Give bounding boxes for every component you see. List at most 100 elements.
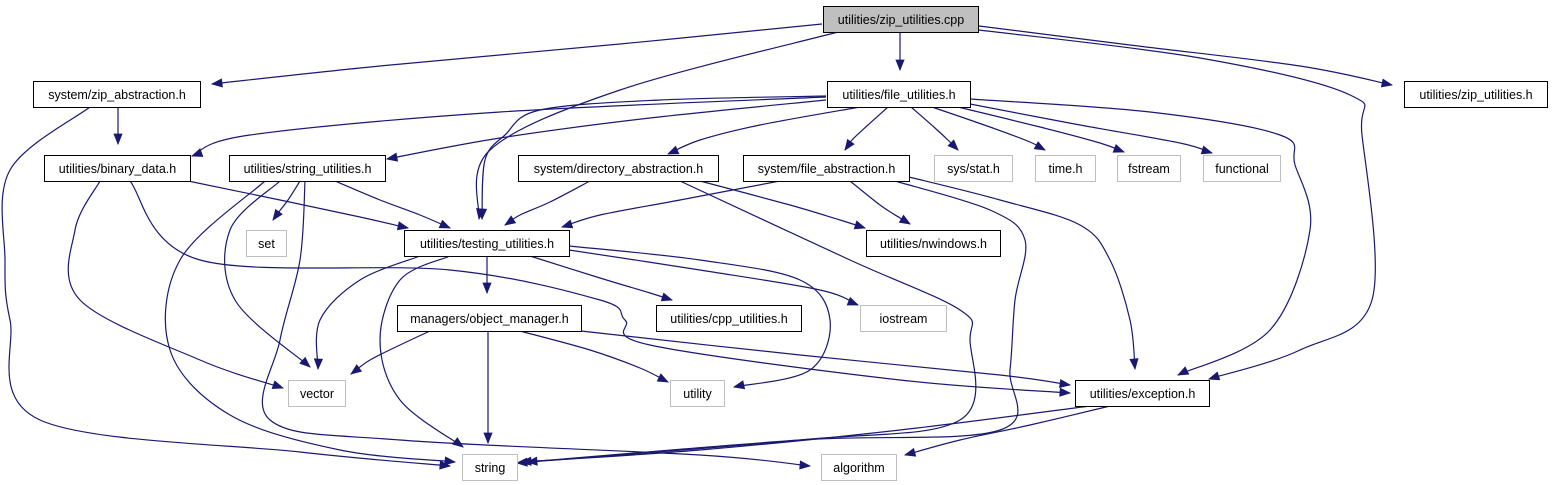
node-label: utilities/cpp_utilities.h bbox=[670, 312, 787, 326]
edge-line bbox=[520, 405, 1091, 463]
edge-line bbox=[67, 180, 284, 389]
arrowhead-icon bbox=[1112, 144, 1126, 153]
node-box bbox=[860, 305, 947, 332]
arrowhead-icon bbox=[271, 380, 285, 390]
arrowhead-icon bbox=[313, 358, 324, 371]
node-label: system/zip_abstraction.h bbox=[48, 88, 186, 102]
arrowhead-icon bbox=[299, 356, 311, 368]
edge-object-manager-h-to-vector bbox=[350, 330, 431, 375]
node-iostream: iostream bbox=[860, 305, 947, 332]
node-label: system/directory_abstraction.h bbox=[534, 162, 704, 176]
edge-file-utilities-h-to-binary-data-h bbox=[190, 96, 827, 157]
arrowhead-icon bbox=[1200, 145, 1214, 155]
node-label: vector bbox=[300, 387, 334, 401]
edge-line bbox=[904, 405, 1111, 456]
arrowhead-icon bbox=[438, 219, 451, 229]
node-fstream: fstream bbox=[1117, 155, 1181, 182]
node-binary-data-h[interactable]: utilities/binary_data.h bbox=[44, 155, 191, 182]
node-box bbox=[33, 81, 201, 108]
arrowhead-icon bbox=[667, 145, 680, 155]
edge-line bbox=[1, 106, 451, 467]
arrowhead-icon bbox=[272, 208, 283, 221]
arrowhead-icon bbox=[903, 447, 917, 457]
arrowhead-icon bbox=[477, 208, 488, 221]
node-zip-abstraction-h[interactable]: system/zip_abstraction.h bbox=[33, 81, 201, 108]
node-time-h: time.h bbox=[1035, 155, 1096, 182]
arrowhead-icon bbox=[451, 437, 464, 448]
edge-testing-utilities-h-to-cpp-utilities-h bbox=[529, 255, 674, 302]
edge-line bbox=[191, 96, 827, 157]
node-label: utilities/nwindows.h bbox=[880, 237, 987, 251]
edge-testing-utilities-h-to-utility bbox=[568, 245, 831, 390]
edge-object-manager-h-to-exception-h bbox=[580, 330, 1072, 389]
edge-line bbox=[699, 180, 866, 229]
node-zip-utilities-h[interactable]: utilities/zip_utilities.h bbox=[1404, 81, 1548, 108]
node-string: string bbox=[462, 454, 518, 481]
edge-zip-utilities-cpp-to-file-utilities-h bbox=[895, 32, 905, 72]
node-box bbox=[1035, 155, 1096, 182]
node-box bbox=[404, 230, 570, 257]
node-label: utilities/string_utilities.h bbox=[244, 162, 372, 176]
edge-string-utilities-h-to-set bbox=[272, 180, 301, 221]
edge-file-utilities-h-to-file-abstraction-h bbox=[844, 106, 889, 151]
node-box bbox=[1404, 81, 1548, 108]
arrowhead-icon bbox=[1059, 378, 1072, 389]
node-box bbox=[827, 81, 971, 108]
edge-string-utilities-h-to-vector bbox=[224, 180, 311, 368]
edge-binary-data-h-to-vector bbox=[67, 180, 285, 390]
edge-file-utilities-h-to-string-utilities-h bbox=[385, 99, 827, 162]
arrowhead-icon bbox=[1207, 371, 1221, 381]
node-label: algorithm bbox=[833, 461, 884, 475]
node-object-manager-h[interactable]: managers/object_manager.h bbox=[397, 305, 582, 332]
arrowhead-icon bbox=[1129, 358, 1139, 371]
node-string-utilities-h[interactable]: utilities/string_utilities.h bbox=[229, 155, 386, 182]
node-box bbox=[934, 155, 1013, 182]
edge-line bbox=[969, 103, 1213, 154]
edge-line bbox=[261, 180, 811, 467]
edge-line bbox=[350, 330, 431, 375]
node-cpp-utilities-h[interactable]: utilities/cpp_utilities.h bbox=[656, 305, 802, 332]
node-file-abstraction-h[interactable]: system/file_abstraction.h bbox=[743, 155, 910, 182]
node-exception-h[interactable]: utilities/exception.h bbox=[1075, 380, 1210, 407]
edge-line bbox=[129, 180, 1071, 394]
node-functional: functional bbox=[1203, 155, 1281, 182]
arrowhead-icon bbox=[898, 214, 911, 225]
node-file-utilities-h[interactable]: utilities/file_utilities.h bbox=[827, 81, 971, 108]
node-directory-abstraction-h[interactable]: system/directory_abstraction.h bbox=[518, 155, 719, 182]
edge-directory-abstraction-h-to-nwindows-h bbox=[699, 180, 867, 230]
edge-exception-h-to-algorithm bbox=[903, 405, 1111, 457]
node-box bbox=[656, 305, 802, 332]
arrowhead-icon bbox=[947, 139, 959, 151]
edge-directory-abstraction-h-to-testing-utilities-h bbox=[504, 180, 591, 226]
node-zip-utilities-cpp[interactable]: utilities/zip_utilities.cpp bbox=[823, 6, 979, 33]
edge-testing-utilities-h-to-string bbox=[379, 255, 464, 448]
node-testing-utilities-h[interactable]: utilities/testing_utilities.h bbox=[404, 230, 570, 257]
node-nwindows-h[interactable]: utilities/nwindows.h bbox=[866, 230, 1001, 257]
arrowhead-icon bbox=[210, 78, 223, 88]
edge-line bbox=[969, 98, 1312, 376]
node-label: iostream bbox=[880, 312, 928, 326]
edge-line bbox=[187, 180, 409, 229]
node-box bbox=[518, 155, 719, 182]
node-box bbox=[288, 380, 346, 407]
edge-line bbox=[315, 255, 421, 370]
arrowhead-icon bbox=[444, 456, 457, 466]
node-label: managers/object_manager.h bbox=[410, 312, 568, 326]
edge-line bbox=[978, 25, 1393, 86]
node-label: utilities/zip_utilities.h bbox=[1419, 88, 1532, 102]
edge-line bbox=[386, 99, 827, 160]
node-set: set bbox=[246, 230, 287, 257]
node-utility: utility bbox=[670, 380, 725, 407]
edge-line bbox=[667, 106, 861, 155]
edge-zip-utilities-cpp-to-testing-utilities-h bbox=[475, 31, 839, 221]
node-sys-stat-h: sys/stat.h bbox=[934, 155, 1013, 182]
edge-file-utilities-h-to-sys-stat-h bbox=[910, 106, 959, 151]
node-box bbox=[44, 155, 191, 182]
arrowhead-icon bbox=[660, 292, 674, 302]
edge-line bbox=[475, 31, 839, 220]
arrowhead-icon bbox=[396, 221, 410, 231]
edge-binary-data-h-to-testing-utilities-h bbox=[187, 180, 410, 231]
node-box bbox=[1203, 155, 1281, 182]
arrowhead-icon bbox=[799, 460, 812, 470]
edge-line bbox=[224, 180, 311, 368]
